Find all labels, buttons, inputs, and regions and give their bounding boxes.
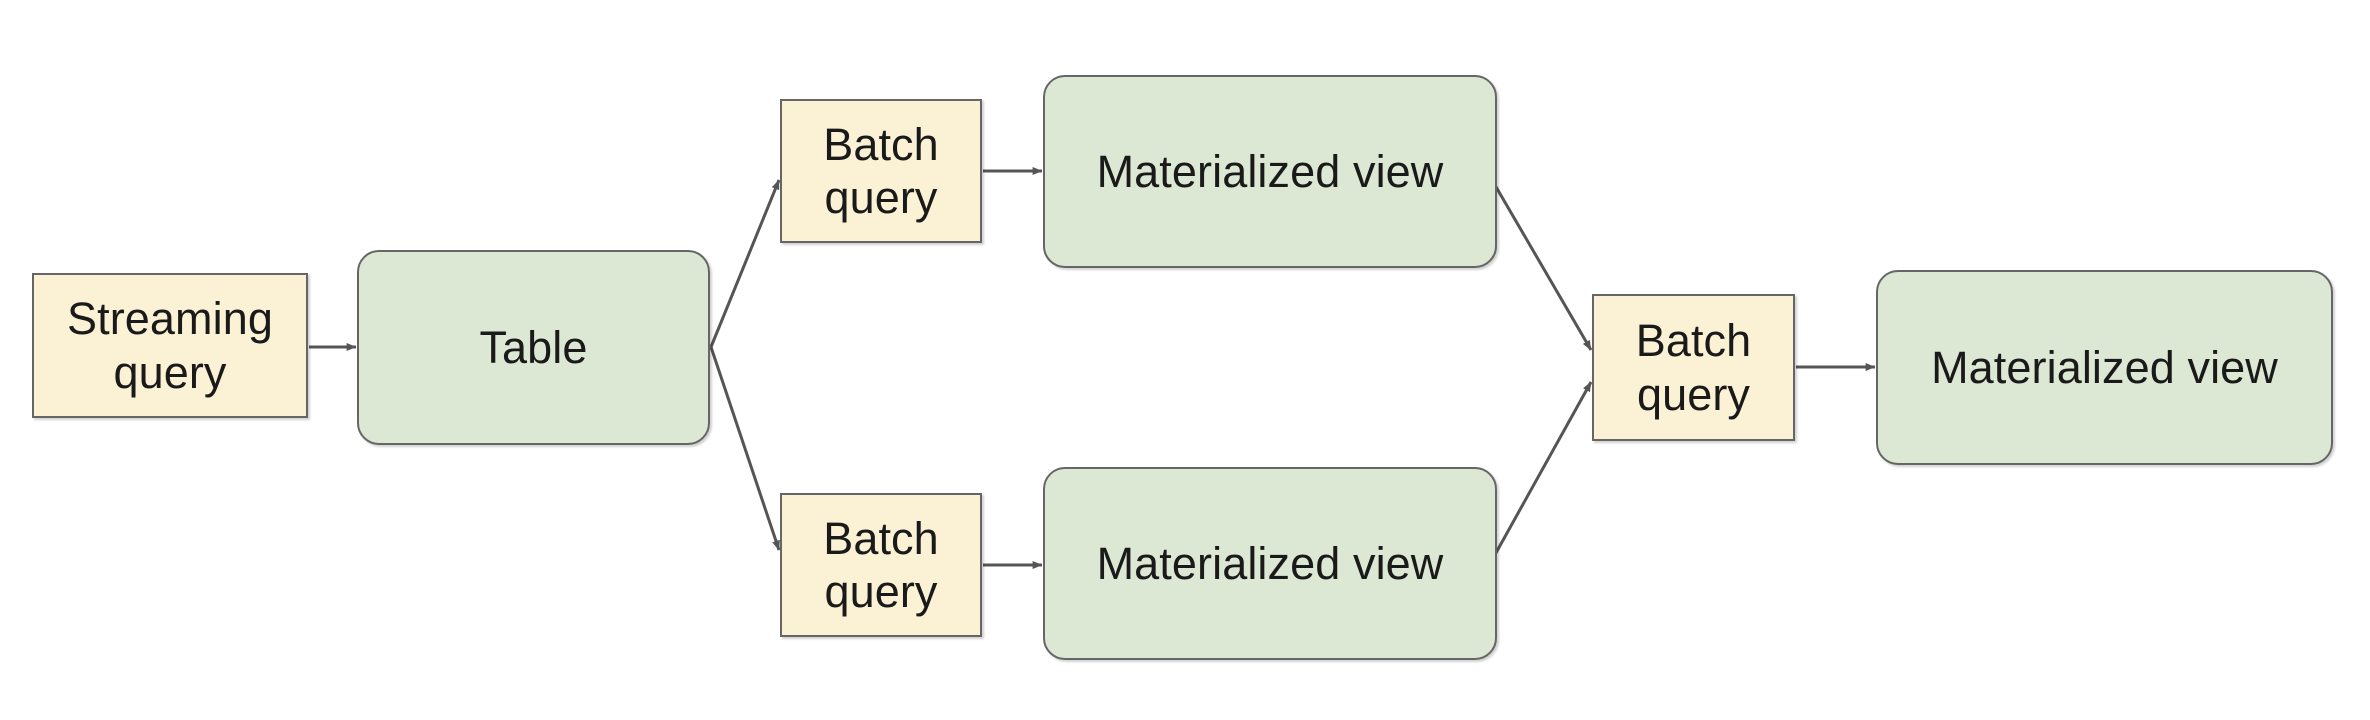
- node-label-materialized-view-final: Materialized view: [1931, 341, 2278, 393]
- node-table[interactable]: Table: [357, 250, 710, 445]
- node-label-materialized-view-bottom: Materialized view: [1096, 537, 1444, 589]
- node-batch-query-top[interactable]: Batch query: [780, 99, 982, 243]
- node-label-materialized-view-top: Materialized view: [1096, 145, 1444, 197]
- node-label-batch-query-bottom: Batch query: [823, 512, 939, 617]
- edge-mv-bottom-to-batch-merge: [1490, 381, 1593, 561]
- node-materialized-view-top[interactable]: Materialized view: [1043, 75, 1497, 268]
- edge-table-to-batch-top: [709, 179, 781, 348]
- edge-mv-top-to-batch-merge: [1490, 179, 1593, 351]
- node-batch-query-bottom[interactable]: Batch query: [780, 493, 982, 637]
- node-label-batch-query-merge: Batch query: [1635, 315, 1752, 420]
- node-label-batch-query-top: Batch query: [823, 118, 939, 223]
- node-label-streaming-query: Streaming query: [67, 293, 273, 398]
- node-batch-query-merge[interactable]: Batch query: [1592, 294, 1795, 441]
- node-materialized-view-bottom[interactable]: Materialized view: [1043, 467, 1497, 660]
- node-label-table: Table: [479, 321, 588, 373]
- node-streaming-query[interactable]: Streaming query: [32, 273, 308, 418]
- node-materialized-view-final[interactable]: Materialized view: [1876, 270, 2333, 465]
- edge-table-to-batch-bottom: [709, 346, 781, 551]
